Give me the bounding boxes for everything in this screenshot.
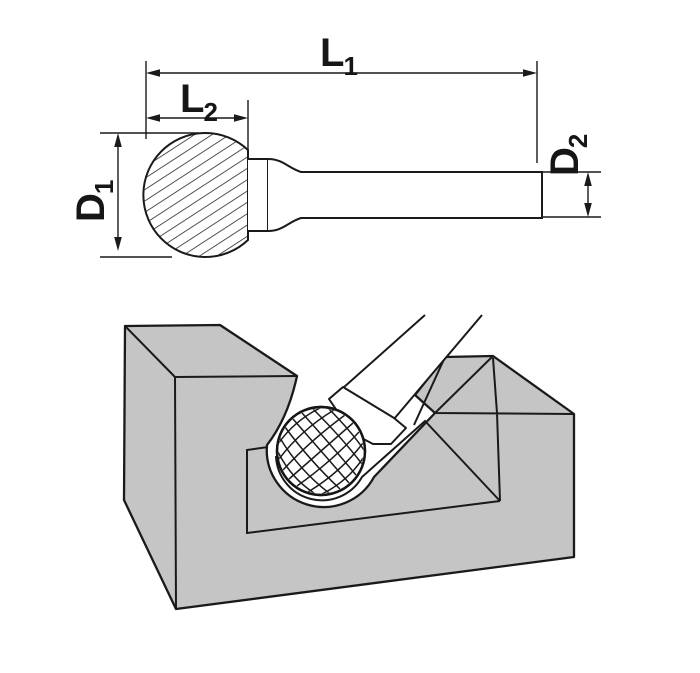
tool-shank: [342, 314, 483, 420]
extension-lines: [100, 61, 601, 258]
tool-collar: [328, 386, 407, 445]
application-illustration: [122, 314, 576, 611]
dimension-D1: D1: [69, 133, 122, 251]
workpiece-block: [122, 323, 576, 611]
groove-inner-edge: [275, 419, 501, 502]
block-edges: [124, 325, 575, 610]
ball-head-3d: [275, 405, 367, 497]
arrowhead-left-icon: [146, 69, 160, 77]
front-recess-panel: [246, 446, 501, 535]
arrowhead-up-icon: [114, 133, 122, 147]
arrowhead-right-icon: [523, 69, 537, 77]
shank: [267, 158, 543, 232]
label-L1: L1: [320, 31, 357, 81]
dimension-D2: D2: [543, 134, 593, 217]
arrowhead-down-icon: [584, 203, 592, 217]
label-D2: D2: [543, 134, 593, 176]
burr-side-view: L1 L2 D1 D2: [69, 31, 601, 258]
ball-head: [142, 132, 249, 258]
neck: [248, 158, 269, 232]
arrowhead-down-icon: [114, 237, 122, 251]
arrowhead-right-icon: [234, 114, 248, 122]
ball-cross-hatch: [278, 408, 364, 494]
dimension-L2: L2: [146, 77, 248, 127]
arrowhead-left-icon: [146, 114, 160, 122]
arrowhead-up-icon: [584, 172, 592, 186]
dimension-L1: L1: [146, 31, 537, 81]
label-D1: D1: [69, 180, 119, 222]
label-L2: L2: [180, 77, 217, 127]
